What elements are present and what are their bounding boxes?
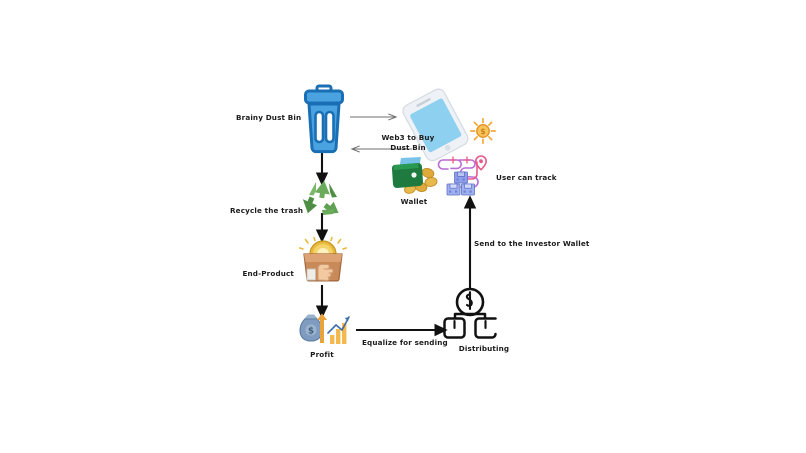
trash-bin-icon: [304, 84, 344, 154]
svg-text:$: $: [308, 326, 314, 336]
label-equalize-for-sending: Equalize for sending: [362, 338, 448, 347]
label-recycle-the-trash: Recycle the trash: [230, 206, 304, 215]
label-send-to-investor-wallet: Send to the Investor Wallet: [474, 239, 590, 248]
recycle-icon: [302, 180, 339, 215]
label-distributing: Distributing: [458, 344, 510, 353]
label-web3-line2: Dust Bin: [390, 143, 426, 152]
label-web3-line1: Web3 to Buy: [381, 133, 435, 142]
package-box-hand-icon: [299, 236, 348, 282]
label-profit: Profit: [310, 350, 334, 359]
smartphone-icon: [402, 88, 469, 162]
money-bag-growth-icon: $: [299, 313, 350, 344]
distribution-hierarchy-icon: [443, 287, 497, 339]
label-user-can-track: User can track: [496, 173, 557, 182]
svg-text:$: $: [480, 127, 485, 136]
package-tracking-icon: [437, 155, 488, 196]
sun-gear-icon: $: [469, 117, 497, 145]
wallet-icon: [391, 157, 438, 194]
label-brainy-dust-bin: Brainy Dust Bin: [236, 113, 302, 122]
label-wallet: Wallet: [400, 197, 428, 206]
label-end-product: End-Product: [242, 269, 294, 278]
